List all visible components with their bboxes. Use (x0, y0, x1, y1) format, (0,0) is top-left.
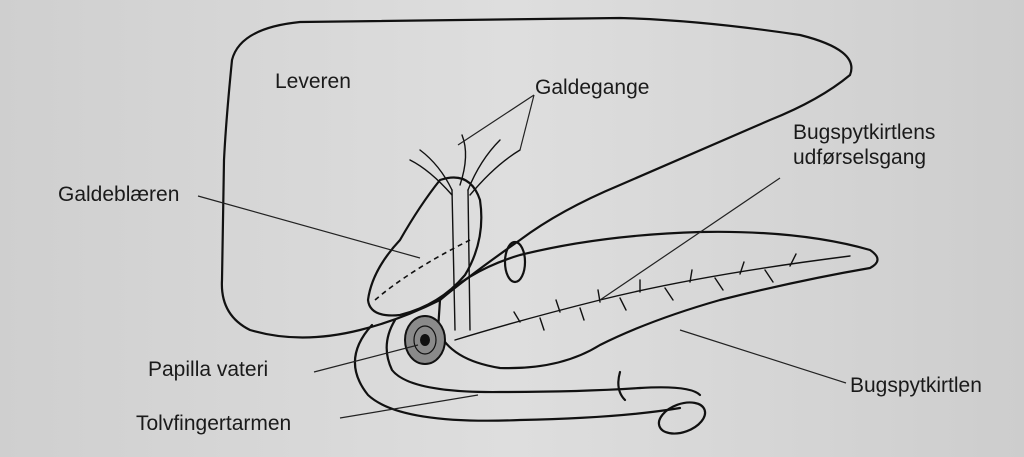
label-udfoerselsgang: udførselsgang (793, 146, 926, 169)
label-leveren: Leveren (275, 70, 351, 93)
papilla-vateri (405, 316, 445, 364)
label-tolvfingertarmen: Tolvfingertarmen (136, 412, 291, 435)
label-galdegange: Galdegange (535, 76, 649, 99)
label-papilla-vateri: Papilla vateri (148, 358, 268, 381)
label-bugspytkirtlen: Bugspytkirtlen (850, 374, 982, 397)
label-galdeblaeren: Galdeblæren (58, 183, 179, 206)
label-bugspytkirtlens: Bugspytkirtlens (793, 121, 935, 144)
